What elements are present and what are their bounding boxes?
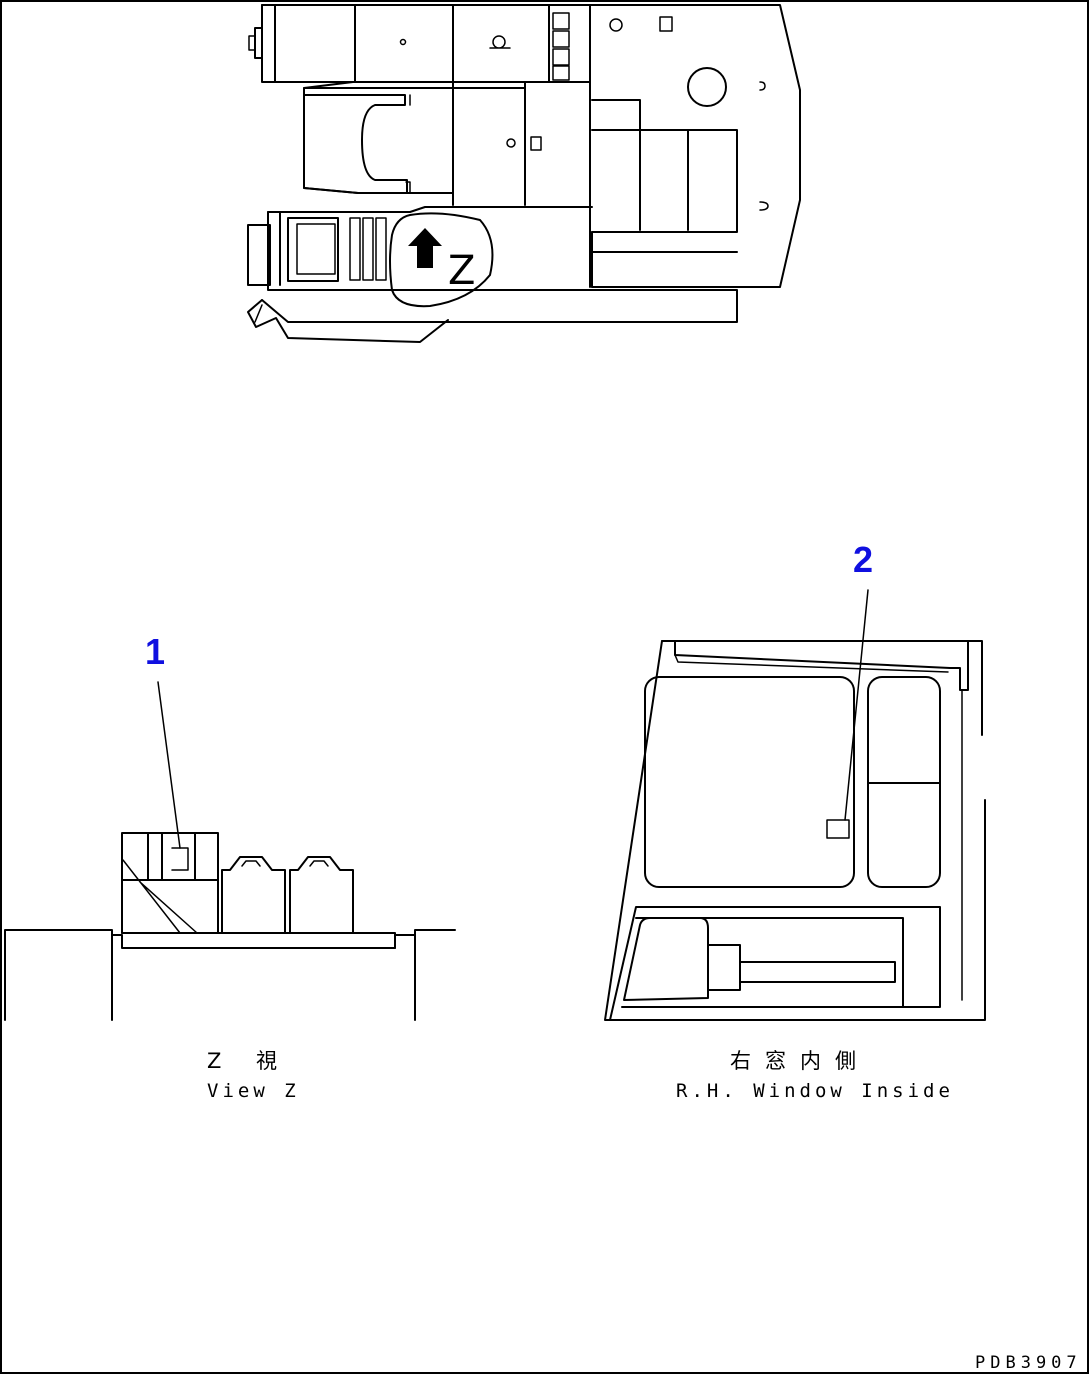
callout-1: 1	[145, 631, 165, 672]
view-z-caption-en: View Z	[207, 1080, 300, 1102]
rh-window-caption-en: R.H. Window Inside	[676, 1080, 954, 1102]
rh-window-caption-jp: 右窓内側	[730, 1049, 870, 1073]
drawing-code: PDB3907	[975, 1353, 1082, 1373]
view-z-marker: Z	[448, 248, 475, 294]
machine-top-view: Z	[247, 4, 801, 343]
rh-window-detail: 2 右窓内側 R.H. Window Inside	[604, 539, 986, 1102]
view-z-caption-jp: Z 視	[207, 1049, 291, 1073]
view-z-detail: 1 Z 視 View Z	[4, 631, 456, 1102]
callout-2: 2	[853, 539, 873, 580]
